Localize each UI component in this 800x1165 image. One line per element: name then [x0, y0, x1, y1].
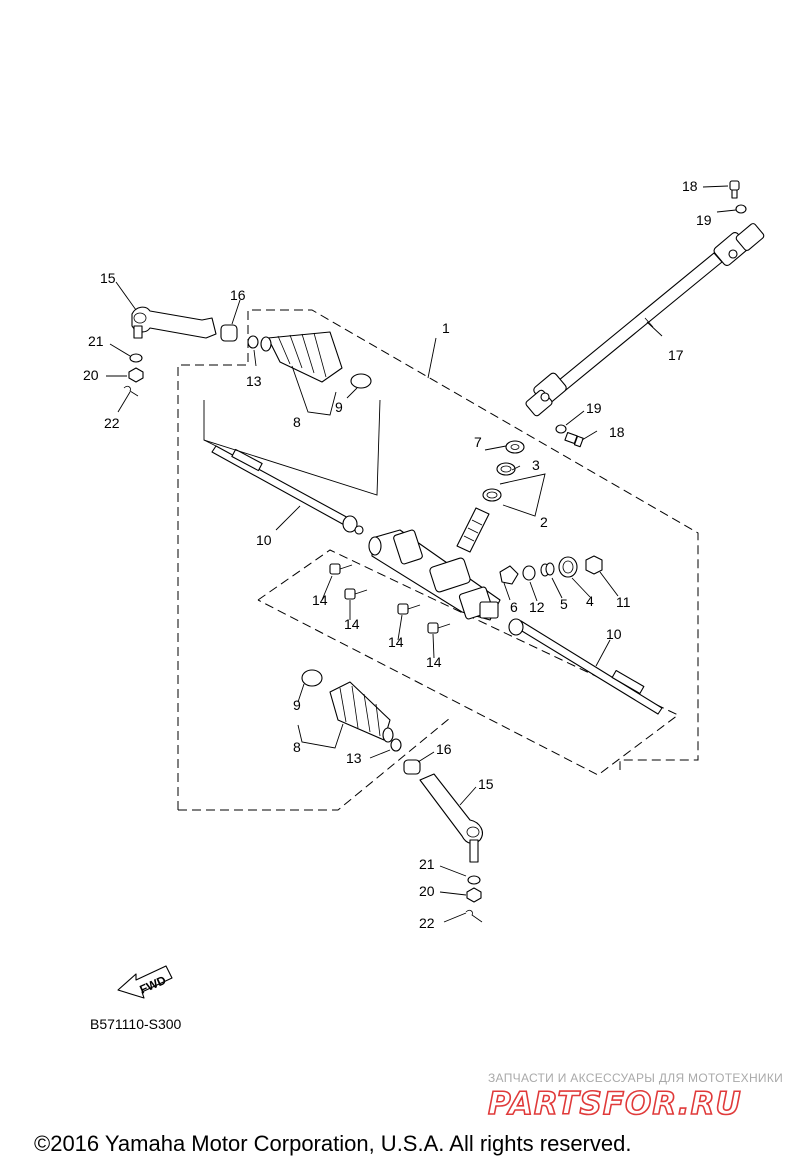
o-ring: [522, 565, 536, 581]
housing-bolt-3: [397, 603, 421, 615]
fwd-label: FWD: [138, 973, 169, 997]
spring: [540, 562, 555, 577]
housing-bolt-1: [329, 563, 353, 575]
callout-13-lower: 13: [346, 750, 362, 766]
lower-washer: [555, 424, 567, 434]
diagram-code: B571110-S300: [90, 1016, 182, 1032]
nut-upper: [128, 367, 144, 383]
assembly-outline: [177, 309, 699, 811]
callout-14-c: 14: [388, 634, 404, 650]
bearing-lower: [482, 488, 502, 502]
callout-3: 3: [532, 457, 540, 473]
callout-labels: 15 16 21 20 13 9 8 22 1 18 19 17 19 18 7…: [83, 178, 712, 931]
adjusting-bolt: [558, 556, 578, 578]
callout-17: 17: [668, 347, 684, 363]
callout-21-upper: 21: [88, 333, 104, 349]
callout-18-upper: 18: [682, 178, 698, 194]
bearing-upper: [496, 462, 516, 476]
callout-10-lower: 10: [606, 626, 622, 642]
copyright-notice: ©2016 Yamaha Motor Corporation, U.S.A. A…: [34, 1131, 631, 1156]
leader-lines: [106, 185, 737, 923]
callout-8-lower: 8: [293, 739, 301, 755]
upper-washer: [735, 204, 747, 214]
callout-5: 5: [560, 596, 568, 612]
rack-guide: [499, 565, 519, 585]
callout-19-lower: 19: [586, 400, 602, 416]
callout-12: 12: [529, 599, 545, 615]
boot-lower: [329, 681, 394, 743]
pinion-gear: [456, 507, 490, 553]
callout-6: 6: [510, 599, 518, 615]
joint-lower: [390, 738, 402, 752]
oil-seal: [505, 440, 525, 454]
callout-22-lower: 22: [419, 915, 435, 931]
washer-upper: [129, 353, 143, 363]
lock-nut: [585, 555, 603, 575]
tie-rod-end-lower: [419, 773, 483, 863]
housing-bolt-2: [344, 588, 368, 600]
fwd-arrow: FWD: [117, 965, 173, 999]
callout-11: 11: [616, 594, 631, 610]
callout-7: 7: [474, 434, 482, 450]
watermark-tagline: ЗАПЧАСТИ И АКСЕССУАРЫ ДЛЯ МОТОТЕХНИКИ: [488, 1071, 783, 1085]
steering-shaft: [525, 223, 765, 417]
nut-lower: [466, 887, 482, 903]
housing-bolt-4: [427, 622, 451, 634]
callout-14-a: 14: [312, 592, 328, 608]
boot-upper: [260, 331, 343, 383]
callout-14-b: 14: [344, 616, 360, 632]
callout-18-lower: 18: [609, 424, 625, 440]
cotter-pin-lower: [465, 909, 483, 923]
callout-16-lower: 16: [436, 741, 452, 757]
watermark: ЗАПЧАСТИ И АКСЕССУАРЫ ДЛЯ МОТОТЕХНИКИ PA…: [487, 1071, 783, 1123]
upper-universal-joint: [713, 223, 765, 266]
callout-20-upper: 20: [83, 367, 99, 383]
callout-19-upper: 19: [696, 212, 712, 228]
callout-10-upper: 10: [256, 532, 272, 548]
tie-rod-upper: [211, 445, 364, 535]
watermark-brand: PARTSFOR.RU: [488, 1086, 742, 1122]
callout-8-upper: 8: [293, 414, 301, 430]
callout-22-upper: 22: [104, 415, 120, 431]
upper-bolt: [729, 180, 740, 199]
callout-1: 1: [442, 320, 450, 336]
callout-16-upper: 16: [230, 287, 246, 303]
washer-lower: [467, 875, 481, 885]
callout-15-upper: 15: [100, 270, 116, 286]
callout-21-lower: 21: [419, 856, 435, 872]
boot-clamp-lower: [301, 669, 323, 687]
cotter-pin-upper: [123, 385, 139, 397]
callout-2: 2: [540, 514, 548, 530]
lower-universal-joint: [525, 372, 567, 417]
rack-housing: [368, 529, 501, 621]
callout-9-lower: 9: [293, 697, 301, 713]
callout-14-d: 14: [426, 654, 442, 670]
callout-9-upper: 9: [335, 399, 343, 415]
lower-bolt: [564, 431, 584, 448]
joint-upper: [247, 335, 259, 349]
tie-rod-lower: [508, 618, 663, 715]
boot-clamp-upper: [350, 373, 372, 389]
tie-rod-end-upper: [131, 306, 217, 339]
collar-lower: [403, 759, 421, 775]
collar-upper: [220, 324, 238, 342]
callout-4: 4: [586, 593, 594, 609]
callout-20-lower: 20: [419, 883, 435, 899]
callout-15-lower: 15: [478, 776, 494, 792]
callout-13-upper: 13: [246, 373, 262, 389]
